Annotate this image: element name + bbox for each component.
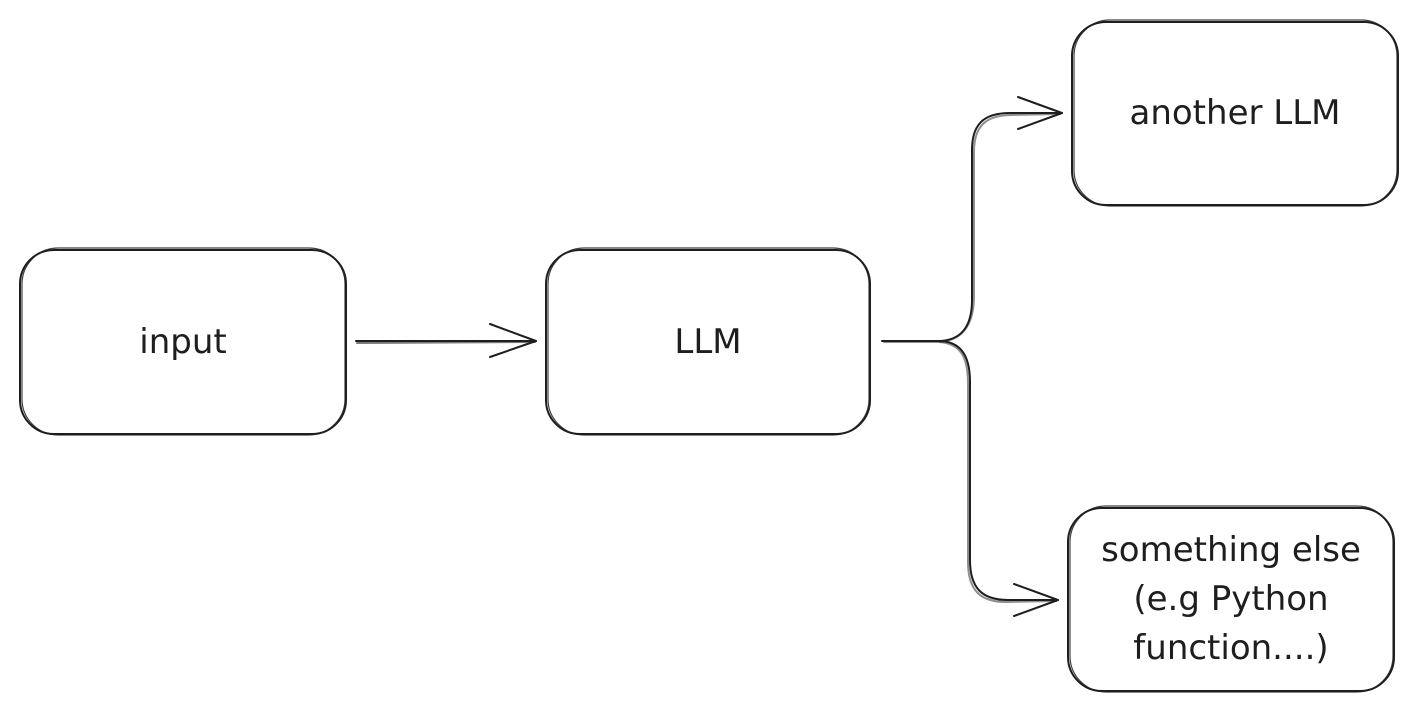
arrowhead-icon bbox=[1013, 583, 1059, 617]
node-llm-label: LLM bbox=[674, 322, 741, 362]
node-something-else-line-1: something else bbox=[1101, 530, 1361, 570]
node-another-llm[interactable]: another LLM bbox=[1071, 19, 1399, 207]
node-input-label: input bbox=[139, 322, 226, 362]
node-something-else-line-2: (e.g Python bbox=[1133, 579, 1328, 619]
node-llm[interactable]: LLM bbox=[545, 247, 871, 436]
edge-llm-to-something-else bbox=[937, 340, 1059, 617]
arrowhead-icon bbox=[1017, 96, 1063, 130]
edge-llm-to-another-llm bbox=[881, 96, 1063, 343]
node-something-else[interactable]: something else (e.g Python function....) bbox=[1067, 505, 1395, 693]
node-something-else-line-3: function....) bbox=[1133, 628, 1328, 668]
edge-input-to-llm bbox=[355, 323, 537, 358]
node-another-llm-label: another LLM bbox=[1130, 93, 1341, 133]
node-input[interactable]: input bbox=[19, 247, 347, 436]
arrowhead-icon bbox=[489, 323, 537, 358]
